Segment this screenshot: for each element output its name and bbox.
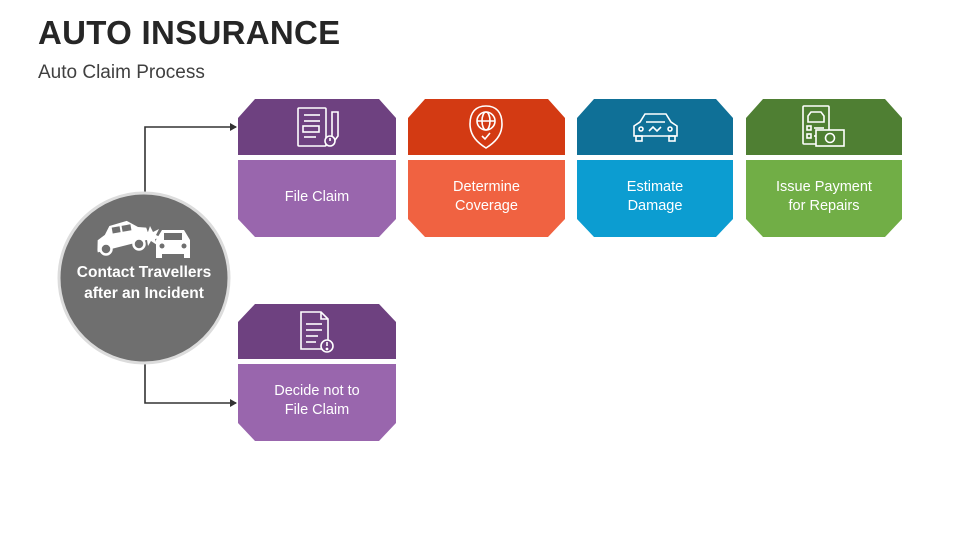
connector-to-file-claim bbox=[144, 123, 237, 200]
alt-bottom bbox=[238, 364, 396, 441]
step-2-top bbox=[408, 99, 565, 155]
globe-shield-icon bbox=[469, 105, 503, 149]
step-4-top bbox=[746, 99, 902, 155]
step-2-bottom bbox=[408, 160, 565, 237]
step-determine-coverage bbox=[408, 99, 565, 237]
payment-check-icon bbox=[802, 105, 845, 147]
car-crash-icon bbox=[97, 220, 190, 258]
alt-top bbox=[238, 304, 396, 359]
step-4-label: Issue Payment for Repairs bbox=[776, 179, 872, 214]
alt-label: Decide not to File Claim bbox=[274, 383, 360, 418]
step-estimate-damage bbox=[577, 99, 733, 237]
step-3-top bbox=[577, 99, 733, 155]
step-3-bottom bbox=[577, 160, 733, 237]
step-1-label: File Claim bbox=[284, 188, 350, 205]
step-1-top bbox=[238, 99, 396, 155]
damaged-car-icon bbox=[633, 113, 678, 142]
page-title: AUTO INSURANCE bbox=[38, 14, 341, 51]
connector-to-decide-not bbox=[144, 356, 237, 407]
step-1-bottom bbox=[238, 160, 396, 237]
document-alert-icon bbox=[300, 311, 334, 353]
step-4-bottom bbox=[746, 160, 902, 237]
step-file-claim bbox=[238, 99, 396, 237]
step-3-label: Estimate Damage bbox=[626, 179, 684, 214]
start-label: Contact Travellers after an Incident bbox=[76, 264, 212, 302]
step-2-label: Determine Coverage bbox=[453, 179, 520, 214]
claim-form-icon bbox=[297, 107, 339, 147]
page-subtitle: Auto Claim Process bbox=[38, 62, 205, 83]
alt-decide-not-to-file bbox=[238, 304, 396, 441]
step-issue-payment bbox=[746, 99, 902, 237]
